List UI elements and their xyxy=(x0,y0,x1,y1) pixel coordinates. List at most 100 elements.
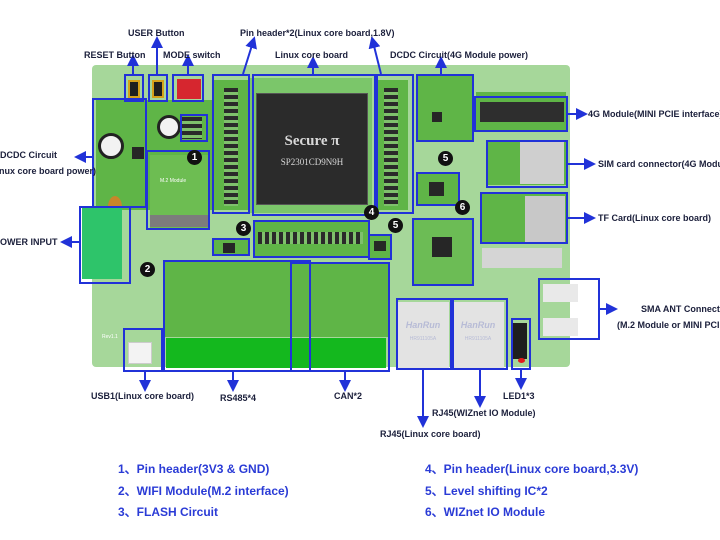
can-terminal-block[interactable] xyxy=(298,338,386,368)
marker-5b: 5 xyxy=(438,151,453,166)
electrolytic-cap xyxy=(157,115,181,139)
rj45-brand-2: HanRun xyxy=(460,320,496,330)
label-dcdc-4g: DCDC Circuit(4G Module power) xyxy=(390,50,529,60)
marker-1: 1 xyxy=(187,150,202,165)
label-tf-card: TF Card(Linux core board) xyxy=(598,213,712,223)
label-sim-card: SIM card connector(4G Module) xyxy=(598,159,720,169)
user-button-part[interactable] xyxy=(152,80,164,98)
pin-header-3v3-row xyxy=(258,232,363,244)
pin-header-left xyxy=(224,88,238,206)
sim-card-slot xyxy=(520,140,564,184)
label-rs485: RS485*4 xyxy=(220,393,257,403)
label-power-input: POWER INPUT xyxy=(0,237,58,247)
usb-box xyxy=(123,328,163,372)
label-user-button: USER Button xyxy=(128,28,185,38)
label-mode-switch: MODE switch xyxy=(163,50,221,60)
marker-3: 3 xyxy=(236,221,251,236)
level-shifter-top-box xyxy=(416,172,460,206)
label-linux-core-board: Linux core board xyxy=(275,50,349,60)
pin-header-3v3-box xyxy=(180,114,208,142)
label-sma-2: (M.2 Module or MINI PCIE) xyxy=(617,320,720,330)
rj45-linux-jack[interactable] xyxy=(397,302,449,368)
pin-header-right xyxy=(384,88,398,206)
mini-pcie-slot xyxy=(480,102,564,122)
rj45-wiznet-jack[interactable] xyxy=(452,302,504,368)
mini-pcie-box xyxy=(474,96,568,132)
wiznet-box xyxy=(412,218,474,286)
power-terminal[interactable] xyxy=(82,207,122,279)
level-shifter-ic xyxy=(429,182,444,196)
sma-connector-1[interactable] xyxy=(543,284,578,302)
label-dcdc-core-1: DCDC Circuit xyxy=(0,150,58,160)
reset-button-box xyxy=(124,74,144,102)
soc-brand-text: Secure π xyxy=(284,133,340,149)
soc-model-text: SP2301CD9N9H xyxy=(280,157,344,167)
power-input-box xyxy=(79,206,131,284)
pcie-latch xyxy=(482,248,562,268)
flash-box xyxy=(212,238,250,256)
wifi-module-silk: M.2 Module xyxy=(160,178,187,184)
label-dcdc-core-2: (Linux core board power) xyxy=(0,166,97,176)
pin-header-left-box xyxy=(212,74,250,214)
rj45-wiznet-box xyxy=(452,298,508,370)
marker-5a: 5 xyxy=(388,218,403,233)
rs485-terminal-block[interactable] xyxy=(166,338,298,368)
legend-item-3: 3、FLASH Circuit xyxy=(118,505,219,519)
legend-item-1: 1、Pin header(3V3 & GND) xyxy=(118,462,270,476)
wiznet-chip xyxy=(432,237,452,257)
electrolytic-cap xyxy=(98,133,124,159)
label-can: CAN*2 xyxy=(334,391,363,401)
marker-6: 6 xyxy=(455,200,470,215)
rj45-part-1: HR911105A xyxy=(409,336,437,342)
legend-item-2: 2、WIFI Module(M.2 interface) xyxy=(118,484,289,498)
dcdc-4g-area xyxy=(418,76,473,141)
label-rj45-linux: RJ45(Linux core board) xyxy=(380,429,481,439)
label-led: LED1*3 xyxy=(503,391,535,401)
sim-box xyxy=(486,140,568,188)
dcdc-4g-box xyxy=(416,74,474,142)
label-pin-header-18: Pin header*2(Linux core board,1.8V) xyxy=(240,28,395,38)
arrow-pinheader-right xyxy=(368,36,382,75)
led-box xyxy=(511,318,531,370)
rj45-brand-1: HanRun xyxy=(405,320,441,330)
usb-connector[interactable] xyxy=(128,342,152,364)
legend-item-4: 4、Pin header(Linux core board,3.3V) xyxy=(425,462,639,476)
label-reset-button: RESET Button xyxy=(84,50,146,60)
label-rj45-wiznet: RJ45(WIZnet IO Module) xyxy=(432,408,536,418)
tf-box xyxy=(480,192,568,244)
m2-slot xyxy=(150,215,210,227)
level-shifter-left-box xyxy=(368,234,392,260)
rj45-part-2: HR911105A xyxy=(464,336,492,342)
reset-button-part[interactable] xyxy=(128,80,140,98)
legend-item-6: 6、WIZnet IO Module xyxy=(425,505,545,519)
dcdc-4g-ic xyxy=(432,112,442,122)
marker-2: 2 xyxy=(140,262,155,277)
pin-header-3v3 xyxy=(182,117,202,139)
marker-4: 4 xyxy=(364,205,379,220)
mode-switch-box xyxy=(172,74,204,102)
user-button-box xyxy=(148,74,168,102)
label-4g-module: 4G Module(MINI PCIE interface) xyxy=(588,109,720,119)
level-shifter-ic-2 xyxy=(374,241,386,251)
pin-header-right-box xyxy=(376,74,414,214)
tf-card-slot xyxy=(525,196,565,242)
core-board-box xyxy=(252,74,376,216)
wifi-module-box xyxy=(146,150,210,230)
legend-item-5: 5、Level shifting IC*2 xyxy=(425,484,548,498)
label-usb1: USB1(Linux core board) xyxy=(91,391,195,401)
core-soc xyxy=(256,93,368,205)
arrow-pinheader-left xyxy=(242,36,257,75)
label-sma-1: SMA ANT Connector xyxy=(641,304,720,314)
inductor xyxy=(132,147,144,159)
led-red xyxy=(518,358,525,363)
flash-ic xyxy=(223,243,235,253)
rs485-box xyxy=(163,260,311,372)
rs485-can-pcb xyxy=(164,262,388,337)
sma-box xyxy=(538,278,600,340)
mode-dip-switch[interactable] xyxy=(177,79,201,99)
led-block xyxy=(513,323,527,359)
rj45-linux-box xyxy=(396,298,452,370)
revision-silk: Rev1.1 xyxy=(102,334,118,340)
sma-connector-2[interactable] xyxy=(543,318,578,336)
